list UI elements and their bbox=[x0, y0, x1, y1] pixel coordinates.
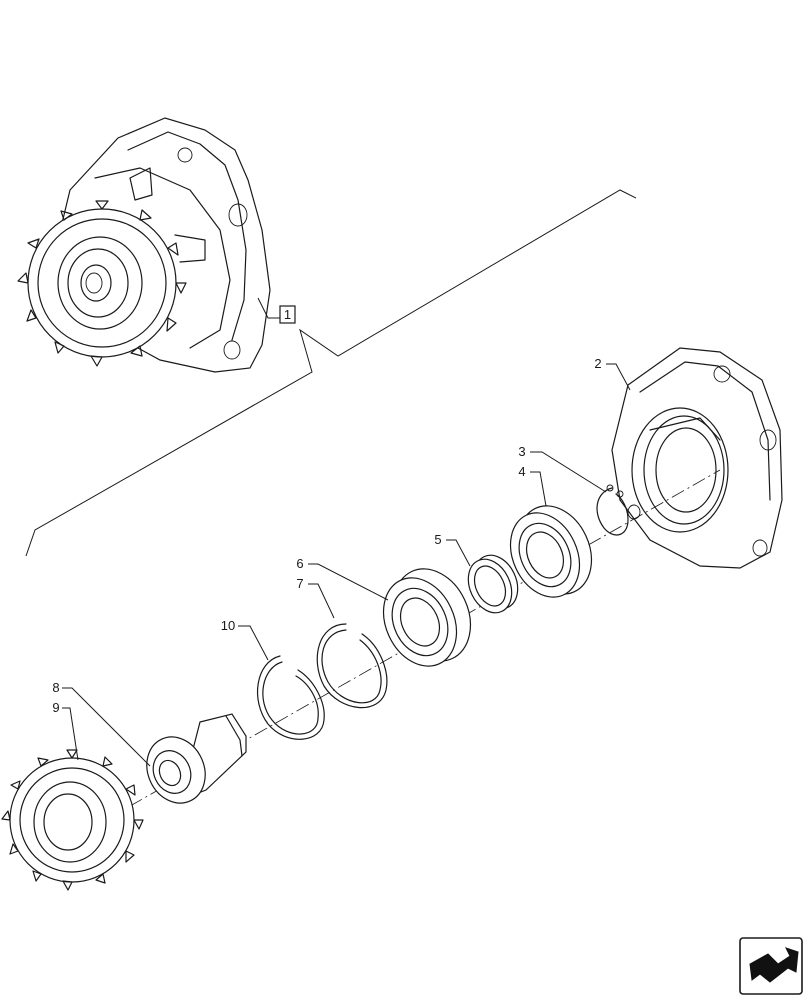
bearing-part-6 bbox=[382, 568, 472, 667]
callout-part-6: 6 bbox=[296, 556, 389, 601]
callout-part-5: 5 bbox=[434, 532, 471, 567]
callout-part-9: 9 bbox=[52, 700, 79, 761]
callout-label-7: 7 bbox=[296, 576, 303, 591]
snap-ring-part-7 bbox=[316, 623, 388, 709]
sleeve-part-8 bbox=[146, 713, 247, 804]
circlip-part-3 bbox=[596, 484, 629, 536]
callout-label-9: 9 bbox=[52, 700, 59, 715]
callout-label-3: 3 bbox=[518, 444, 525, 459]
callout-label-2: 2 bbox=[594, 356, 601, 371]
assembled-gear-housing bbox=[17, 117, 271, 373]
housing-part-2 bbox=[611, 347, 783, 569]
callout-ref-1: 1 bbox=[257, 297, 296, 324]
callout-label-1: 1 bbox=[284, 307, 291, 322]
callout-part-4: 4 bbox=[518, 464, 547, 507]
callout-part-7: 7 bbox=[296, 576, 335, 619]
callout-label-6: 6 bbox=[296, 556, 303, 571]
next-page-arrow-icon[interactable] bbox=[739, 937, 803, 995]
callout-label-8: 8 bbox=[52, 680, 59, 695]
spacer-part-5 bbox=[467, 554, 519, 614]
snap-ring-part-10 bbox=[256, 655, 325, 740]
callout-part-3: 3 bbox=[518, 444, 607, 493]
break-line bbox=[25, 189, 637, 557]
callout-label-10: 10 bbox=[221, 618, 235, 633]
callout-part-2: 2 bbox=[594, 356, 631, 391]
callout-label-4: 4 bbox=[518, 464, 525, 479]
callout-label-5: 5 bbox=[434, 532, 441, 547]
gear-part-9 bbox=[1, 749, 144, 891]
callout-part-10: 10 bbox=[221, 618, 269, 661]
bearing-part-4 bbox=[509, 505, 593, 598]
callout-part-8: 8 bbox=[52, 680, 151, 767]
